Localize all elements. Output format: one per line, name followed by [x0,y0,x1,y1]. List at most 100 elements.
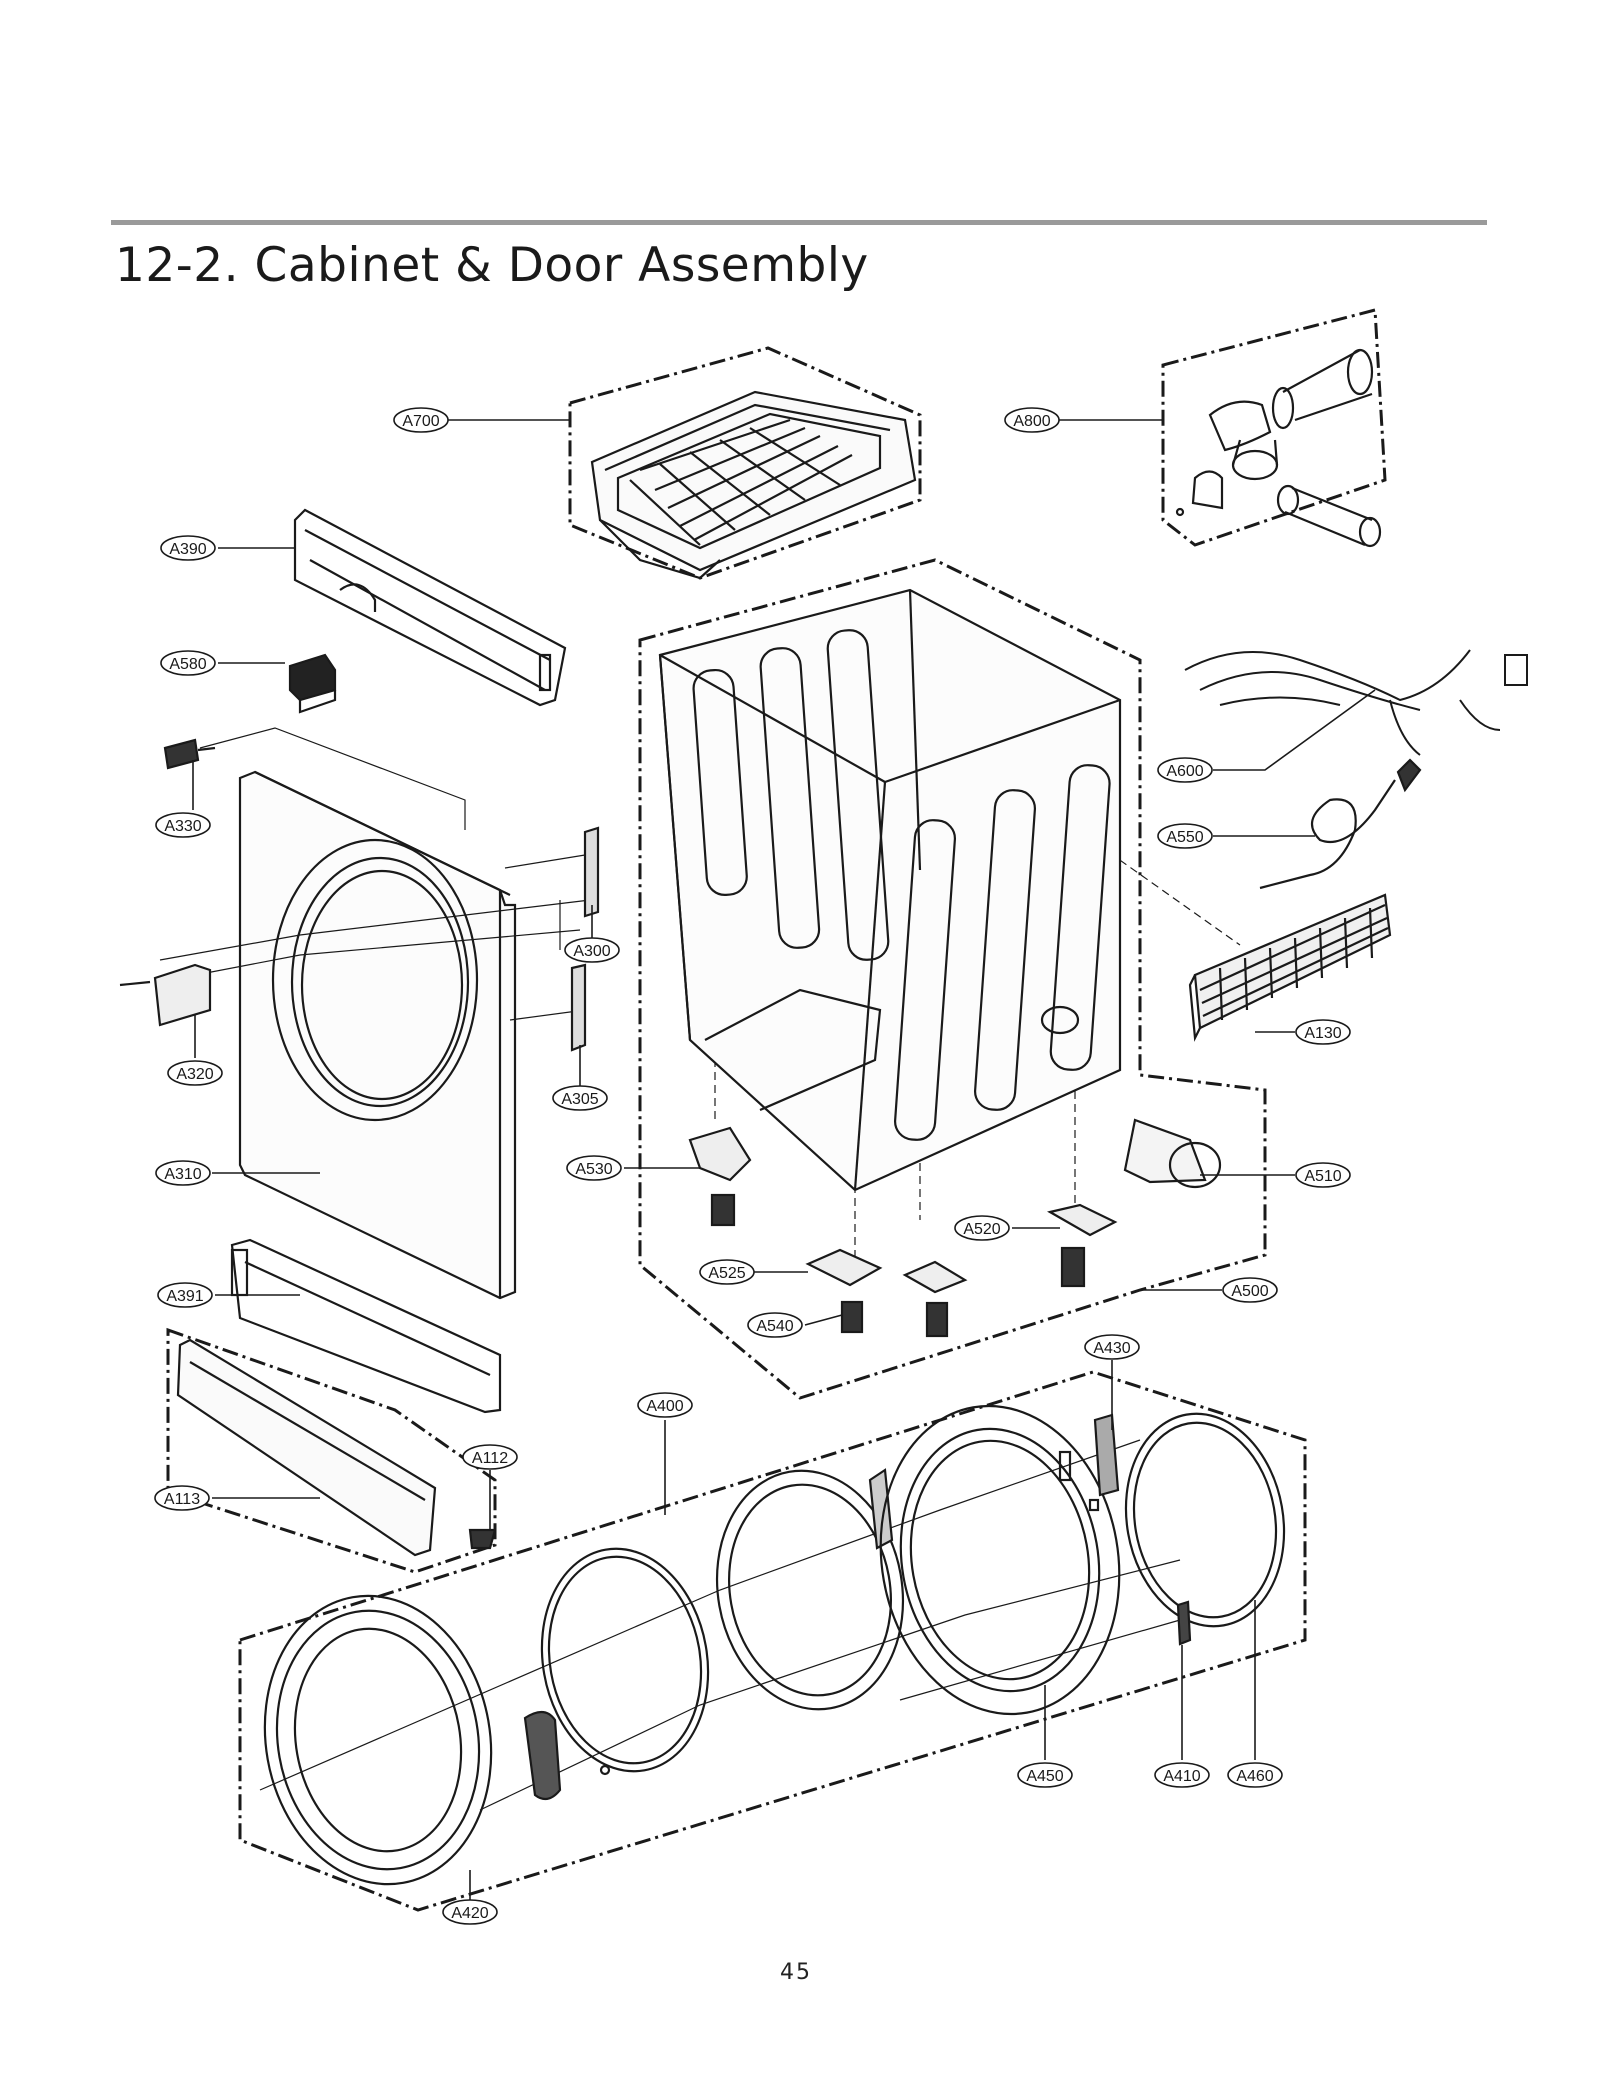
part-label-oval [1157,823,1213,849]
part-label-oval [566,1155,622,1181]
part-label-oval [1157,757,1213,783]
part-label-text: A540 [756,1318,793,1335]
a600-harness-illustration [1184,649,1528,756]
part-label-a320: A320 [167,1060,223,1086]
part-label-oval [954,1215,1010,1241]
part-label-text: A500 [1231,1283,1268,1300]
a320-hinge [153,963,212,1027]
hinge-parts-illustration [119,826,600,1052]
part-label-text: A600 [1166,763,1203,780]
a310-front-panel-illustration [238,770,517,1300]
a450-door-frame [879,1404,1121,1716]
a112-clip [468,1528,497,1550]
leg-bracket-illustration [688,1126,1118,1338]
page-title: 12-2. Cabinet & Door Assembly [115,238,869,293]
part-label-oval [637,1392,693,1418]
part-label-text: A391 [166,1288,203,1305]
a700-group-boundary [568,346,922,580]
part-label-oval [1154,1762,1210,1788]
leader-lines [192,419,1376,1900]
a130-grille-illustration [1188,893,1392,1042]
part-label-a400: A400 [637,1392,693,1418]
part-label-a113: A113 [154,1485,210,1511]
part-label-a430: A430 [1084,1334,1140,1360]
a420-outer-ring [263,1594,493,1886]
part-label-text: A510 [1304,1168,1341,1185]
a113-group-boundary [166,1327,497,1574]
part-label-a450: A450 [1017,1762,1073,1788]
part-label-text: A430 [1093,1340,1130,1357]
a430-hinge [1093,1413,1120,1497]
part-label-a305: A305 [552,1085,608,1111]
part-label-text: A130 [1304,1025,1341,1042]
part-label-oval [1004,407,1060,433]
a540-foot-2 [925,1301,949,1338]
a520-bracket [1047,1203,1118,1237]
door-handle [523,1710,562,1801]
part-label-oval [155,1160,211,1186]
a113-kickplate-illustration [176,1338,497,1557]
part-label-a550: A550 [1157,823,1213,849]
part-label-a520: A520 [954,1215,1010,1241]
part-label-oval [154,1485,210,1511]
part-label-oval [1295,1019,1351,1045]
a700-rack-illustration [590,390,917,580]
part-label-a330: A330 [155,812,211,838]
part-label-a460: A460 [1227,1762,1283,1788]
part-label-text: A112 [472,1450,508,1467]
a390-bracket-illustration [293,508,567,707]
a400-group-boundary [238,1370,1307,1912]
a300-hinge [583,826,600,918]
part-label-a530: A530 [566,1155,622,1181]
a580-module-illustration [288,653,337,714]
part-label-oval [552,1085,608,1111]
part-label-a390: A390 [160,535,216,561]
a500-group-boundary [638,558,1267,1400]
part-label-text: A410 [1163,1768,1200,1785]
part-label-a410: A410 [1154,1762,1210,1788]
part-label-text: A550 [1166,829,1203,846]
part-label-oval [1017,1762,1073,1788]
part-label-oval [1227,1762,1283,1788]
part-label-text: A530 [575,1161,612,1178]
door-parts-illustration [263,1404,1286,1886]
a460-gasket [1124,1412,1286,1628]
part-label-text: A525 [708,1265,745,1282]
part-label-a540: A540 [747,1312,803,1338]
part-label-oval [442,1899,498,1925]
part-label-a420: A420 [442,1899,498,1925]
part-label-a500: A500 [1222,1277,1278,1303]
part-label-a580: A580 [160,650,216,676]
part-label-oval [167,1060,223,1086]
a550-cord-illustration [1259,758,1422,890]
group-boundaries [166,308,1387,1912]
a800-group-boundary [1161,308,1387,547]
part-label-text: A800 [1013,413,1050,430]
part-label-oval [564,937,620,963]
part-label-text: A300 [573,943,610,960]
part-label-oval [699,1259,755,1285]
part-label-text: A700 [402,413,439,430]
a510-duct-illustration [1123,1118,1222,1189]
a540-foot-1 [840,1300,864,1334]
part-label-oval [157,1282,213,1308]
part-label-text: A305 [561,1091,598,1108]
part-label-oval [747,1312,803,1338]
part-label-text: A310 [164,1166,201,1183]
part-label-a510: A510 [1295,1162,1351,1188]
a530-foot [710,1193,736,1227]
part-label-oval [1084,1334,1140,1360]
part-label-a391: A391 [157,1282,213,1308]
part-label-a800: A800 [1004,407,1060,433]
a520-foot [1060,1246,1086,1288]
part-label-oval [1295,1162,1351,1188]
part-label-text: A460 [1236,1768,1273,1785]
a800-duct-illustration [1175,348,1382,548]
part-label-oval [393,407,449,433]
part-label-text: A420 [451,1905,488,1922]
part-label-text: A520 [963,1221,1000,1238]
a305-hinge [570,963,587,1052]
a530-bracket [688,1126,752,1182]
part-label-a112: A112 [462,1444,518,1470]
part-label-a700: A700 [393,407,449,433]
